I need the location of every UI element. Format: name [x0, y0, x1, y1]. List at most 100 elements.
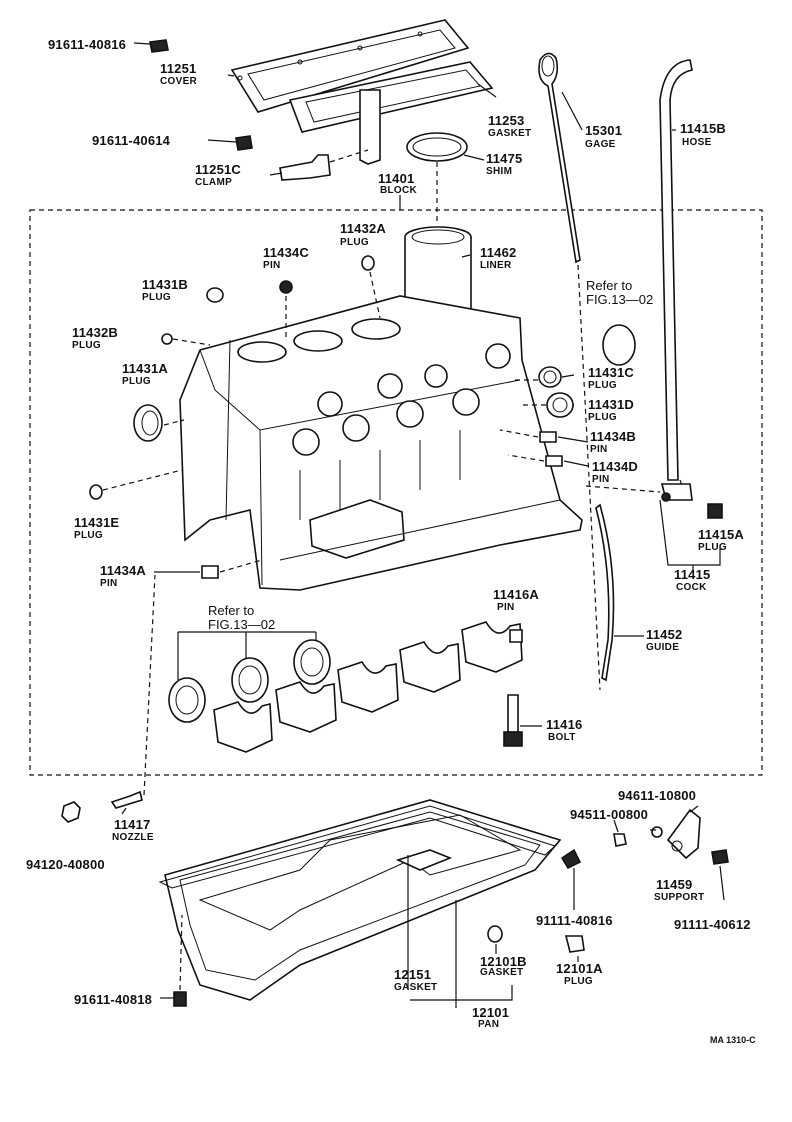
- label-12151-name: GASKET: [394, 982, 438, 993]
- refer-note-bearings-line1: Refer to: [208, 603, 255, 618]
- pin-11434C-drawing: [279, 280, 293, 294]
- refer-note-top-line2: FIG.13—02: [586, 292, 654, 307]
- label-11475-name: SHIM: [486, 166, 513, 177]
- label-91611-40614: 91611-40614: [92, 133, 171, 148]
- label-11434A-number: 11434A: [100, 563, 147, 578]
- label-11251-name: COVER: [160, 76, 198, 87]
- figure-code: MA 1310-C: [710, 1035, 756, 1045]
- plug-11432B-drawing: [161, 333, 173, 345]
- label-11431D-name: PLUG: [588, 412, 617, 423]
- label-11415B-number: 11415B: [680, 121, 727, 136]
- label-11452-number: 11452: [646, 627, 683, 642]
- label-11434D-number: 11434D: [592, 459, 639, 474]
- bolt-11416-drawing: [503, 694, 523, 747]
- drain-gasket-drawing: [487, 925, 503, 943]
- cover-drawing: [230, 19, 470, 113]
- label-11253-number: 11253: [488, 113, 525, 128]
- bolt-91611-40818-drawing: [173, 991, 187, 1007]
- pin-11434D-drawing: [545, 455, 563, 467]
- hose-drawing: [659, 59, 693, 481]
- bolt-91111-40612-drawing: [711, 849, 729, 865]
- label-11452-name: GUIDE: [646, 642, 680, 653]
- shim-drawing: [406, 132, 468, 162]
- label-12151-number: 12151: [394, 967, 432, 982]
- nut-94120-drawing: [61, 801, 81, 823]
- label-11415-name: COCK: [676, 582, 707, 593]
- label-11416-name: BOLT: [548, 732, 576, 743]
- label-91111-40612: 91111-40612: [674, 917, 751, 932]
- label-12101B-number: 12101B: [480, 954, 527, 969]
- label-11431E-name: PLUG: [74, 530, 103, 541]
- label-91611-40816: 91611-40816: [48, 37, 127, 52]
- nozzle-drawing: [110, 790, 143, 809]
- label-11431B-name: PLUG: [142, 292, 171, 303]
- plug-11431D-drawing: [546, 392, 574, 418]
- plug-11431C-drawing: [538, 366, 562, 388]
- label-12101A-name: PLUG: [564, 976, 593, 987]
- washer-94511-drawing: [613, 833, 627, 847]
- plug-11415A-drawing: [707, 503, 723, 519]
- label-11416A-number: 11416A: [493, 587, 540, 602]
- label-11434D-name: PIN: [592, 474, 610, 485]
- label-12101B-name: GASKET: [480, 967, 524, 978]
- label-11415A-name: PLUG: [698, 542, 727, 553]
- drain-plug-drawing: [564, 935, 585, 953]
- plug-11432A-drawing: [361, 255, 375, 271]
- label-11432B-number: 11432B: [72, 325, 119, 340]
- plug-11431E-drawing: [89, 484, 103, 500]
- label-11434C-number: 11434C: [263, 245, 310, 260]
- label-11431E-number: 11431E: [74, 515, 120, 530]
- support-drawing: [666, 808, 701, 860]
- label-11417-name: NOZZLE: [112, 832, 154, 843]
- label-11434C-name: PIN: [263, 260, 281, 271]
- label-11431D-number: 11431D: [588, 397, 635, 412]
- pan-gasket-drawing: [158, 805, 556, 889]
- plug-11431-ref-drawing: [602, 324, 636, 366]
- label-11431C-name: PLUG: [588, 380, 617, 391]
- label-94611-10800: 94611-10800: [618, 788, 697, 803]
- label-94120-40800: 94120-40800: [26, 857, 105, 872]
- plug-11431B-drawing: [206, 287, 224, 303]
- label-91111-40816: 91111-40816: [536, 913, 613, 928]
- breather-tube-drawing: [359, 89, 381, 165]
- label-11251C-number: 11251C: [195, 162, 242, 177]
- label-11459-name: SUPPORT: [654, 892, 705, 903]
- label-11431A-number: 11431A: [122, 361, 169, 376]
- label-11415A-number: 11415A: [698, 527, 745, 542]
- label-11432A-name: PLUG: [340, 237, 369, 248]
- bolt-91611-40614-drawing: [235, 135, 253, 151]
- bolt-91111-40816-drawing: [560, 848, 582, 870]
- label-11401-name: BLOCK: [380, 185, 418, 196]
- refer-note-top-line1: Refer to: [586, 278, 633, 293]
- label-11475-number: 11475: [486, 151, 523, 166]
- label-11431A-name: PLUG: [122, 376, 151, 387]
- label-11401-number: 11401: [378, 171, 415, 186]
- label-15301-name: GAGE: [585, 139, 616, 150]
- label-11462-name: LINER: [480, 260, 512, 271]
- pin-11416A-drawing: [509, 629, 523, 643]
- label-91611-40818: 91611-40818: [74, 992, 153, 1007]
- label-12101A-number: 12101A: [556, 961, 603, 976]
- label-11434B-number: 11434B: [590, 429, 637, 444]
- bearings-drawing: [168, 621, 523, 753]
- label-11431B-number: 11431B: [142, 277, 189, 292]
- label-94511-00800: 94511-00800: [570, 807, 649, 822]
- label-11251C-name: CLAMP: [195, 177, 233, 188]
- label-11432B-name: PLUG: [72, 340, 101, 351]
- label-11431C-number: 11431C: [588, 365, 635, 380]
- label-11417-number: 11417: [114, 817, 151, 832]
- label-11462-number: 11462: [480, 245, 517, 260]
- label-12101-name: PAN: [478, 1019, 500, 1030]
- label-11416-number: 11416: [546, 717, 583, 732]
- refer-note-bearings-line2: FIG.13—02: [208, 617, 276, 632]
- label-11432A-number: 11432A: [340, 221, 387, 236]
- label-11434B-name: PIN: [590, 444, 608, 455]
- label-15301-number: 15301: [585, 123, 623, 138]
- label-11434A-name: PIN: [100, 578, 118, 589]
- label-11415B-name: HOSE: [682, 137, 712, 148]
- clamp-drawing: [279, 154, 331, 181]
- label-11251-number: 11251: [160, 61, 197, 76]
- label-11416A-name: PIN: [497, 602, 515, 613]
